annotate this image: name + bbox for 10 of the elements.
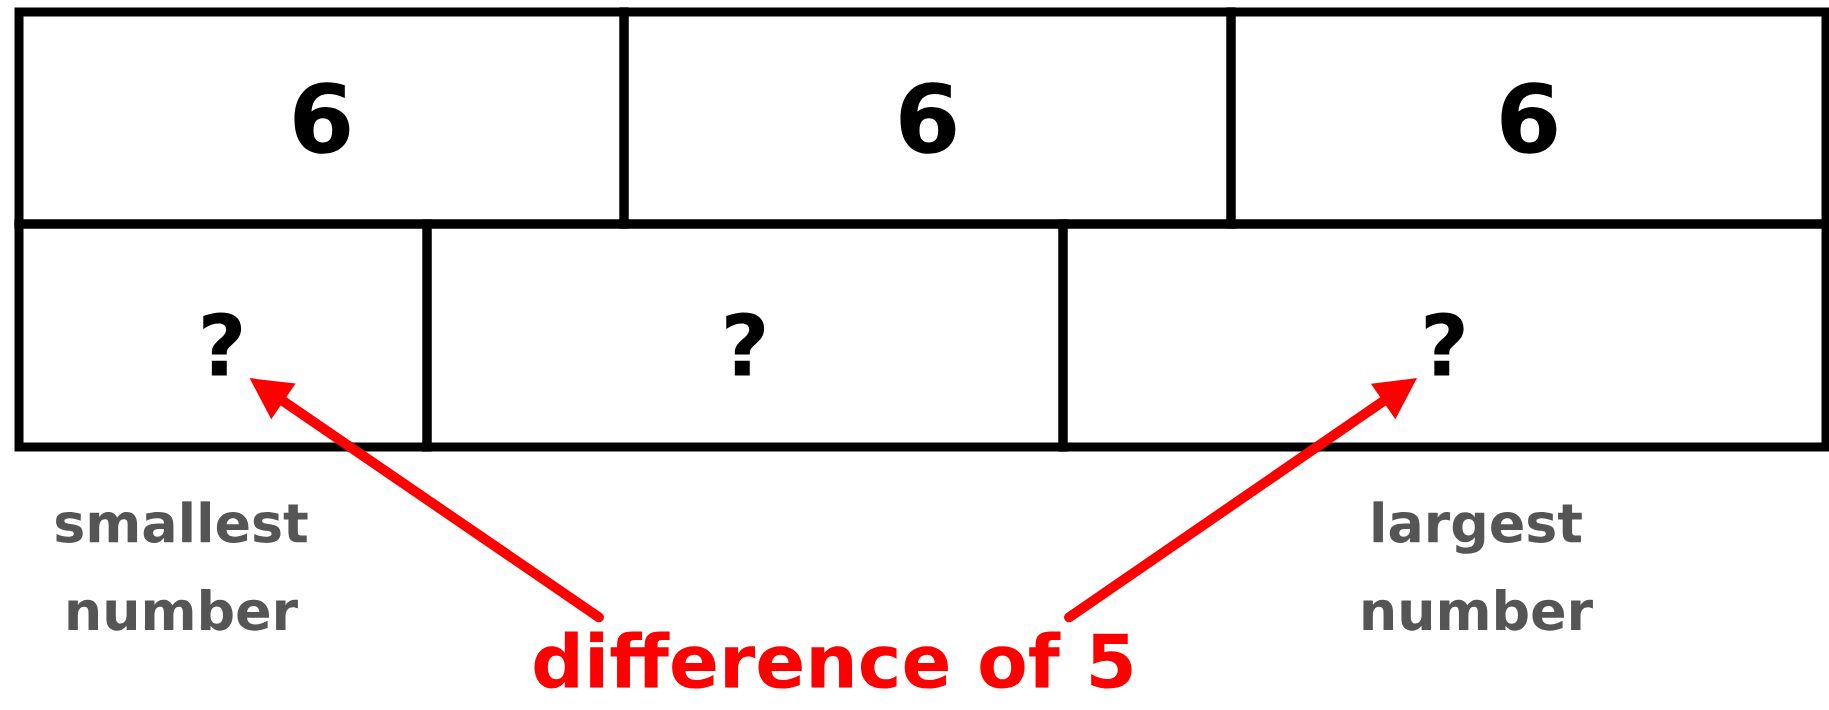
difference-text: difference of 5 [534,631,1132,689]
note-text: smallest number [56,501,308,631]
question-mark: ? [726,312,765,376]
table-cell: 6 [14,7,629,229]
question-mark: ? [1425,312,1464,376]
table-cell: 6 [1226,7,1829,229]
table-cell [1058,219,1829,452]
question-mark: ? [203,312,242,376]
note-text: largest number [1363,501,1593,631]
table-cell: 6 [619,7,1236,229]
